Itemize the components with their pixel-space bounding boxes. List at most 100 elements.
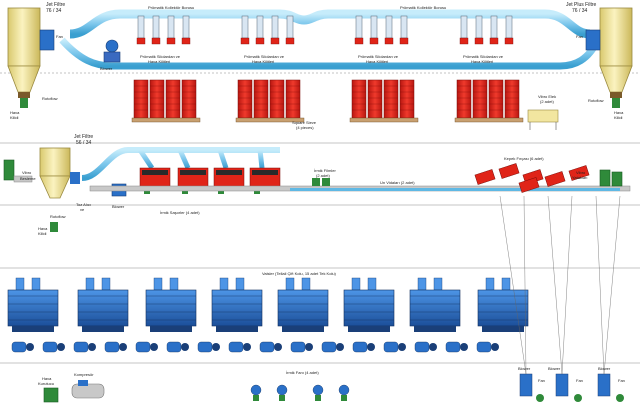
air-lock-icon (384, 37, 394, 45)
roller-mill (343, 277, 395, 332)
duct-left-title: Prömatik Kollektör Borusu (148, 5, 194, 10)
cyclone-separator (355, 15, 363, 39)
vibro-yataklari-2: Yatakları (572, 175, 588, 180)
motor-body (259, 341, 275, 353)
jet-filter-right-label-1: Jet Plus Filtre (566, 2, 597, 8)
motor-body (290, 341, 306, 353)
air-lock-icon (151, 37, 161, 45)
hava-kilidi-left-2: Kilidi (10, 115, 19, 120)
mill-base (282, 326, 324, 332)
motor-pulley (367, 343, 375, 351)
silo-group-label: Prömatik Silolardan ve (463, 54, 504, 59)
roller-mill (409, 277, 461, 332)
sieve-base (131, 117, 201, 123)
vibro-besleme-1: Vibro (22, 170, 32, 175)
silo-group-label: Hava Kilitleri (471, 59, 493, 64)
square-sieve-section (504, 79, 520, 119)
feed-cylinder (485, 277, 495, 291)
motor (414, 341, 437, 353)
valsler-row (7, 277, 529, 332)
air-lock-icon (285, 37, 295, 45)
irmik-fan (250, 384, 262, 401)
pneumatic-lines (499, 195, 621, 375)
motor-body (476, 341, 492, 353)
cyclone-separator (475, 15, 483, 39)
motor-body (228, 341, 244, 353)
motor-body (197, 341, 213, 353)
jet-filter-right (585, 7, 633, 108)
feed-cylinder (31, 277, 41, 291)
air-lock-icon (255, 37, 265, 45)
feed-cylinder (169, 277, 179, 291)
motor-pulley (429, 343, 437, 351)
square-sieve-section (383, 79, 399, 119)
vibro-elek (527, 109, 559, 130)
feed-cylinder (285, 277, 295, 291)
feed-cylinder (235, 277, 245, 291)
vibro-besleme (3, 159, 33, 183)
jet-filter-right-label-2: 76 / 34 (572, 8, 588, 14)
feed-cylinder (501, 277, 511, 291)
cyclone-separator (182, 15, 190, 39)
hava-kilidi-left-1: Hava (10, 110, 20, 115)
square-sieve-section (351, 79, 367, 119)
motor (197, 341, 220, 353)
silo-group-label: Hava Kilitleri (148, 59, 170, 64)
air-lock-icon (474, 37, 484, 45)
mill-base (216, 326, 258, 332)
irmik-fan (338, 384, 350, 401)
feed-cylinder (367, 277, 377, 291)
hava-kurutucu (43, 387, 59, 403)
mill-base (348, 326, 390, 332)
rotoflow-middle-label: Rotoflow (50, 214, 66, 219)
irmik-fanlari (250, 384, 350, 401)
motor (166, 341, 189, 353)
mill-body (277, 289, 329, 327)
motor-pulley (398, 343, 406, 351)
irmik-fanlari-label: İrmik Fanı (4 adet) (286, 370, 319, 375)
silo-group-label: Hava Kilitleri (366, 59, 388, 64)
kepek-brush (544, 171, 566, 187)
sasorler-label: İrmik Saşorler (4 adet) (160, 210, 200, 215)
feed-cylinder (219, 277, 229, 291)
mill-body (77, 289, 129, 327)
mill-base (12, 326, 54, 332)
cyclone-separator (137, 15, 145, 39)
motor (445, 341, 468, 353)
mill-body (477, 289, 529, 327)
irmik-fan (312, 384, 324, 401)
motor-body (414, 341, 430, 353)
motor-pulley (57, 343, 65, 351)
sasor-top (252, 170, 278, 175)
fan-right-b-3: Fan (618, 378, 625, 383)
motor-body (321, 341, 337, 353)
cyclone-separator (370, 15, 378, 39)
toz-alici-label-2: ve (80, 207, 85, 212)
kepek-brush (498, 163, 520, 179)
collector-duct (69, 9, 591, 39)
roller-mill (7, 277, 59, 332)
motor-body (11, 341, 27, 353)
cyclone-separator (241, 15, 249, 39)
mill-body (343, 289, 395, 327)
bottom-section: Hava Kurutucu Kompresör İrmik Fanı (4 ad… (38, 195, 625, 403)
square-sieve-section (269, 79, 285, 119)
square-sieve-section (133, 79, 149, 119)
roller-mill (211, 277, 263, 332)
cyclone-separator (271, 15, 279, 39)
fan-housing (276, 384, 288, 396)
feed-cylinder (351, 277, 361, 291)
cyclone-separator (490, 15, 498, 39)
motor-body (166, 341, 182, 353)
air-lock-icon (459, 37, 469, 45)
square-sieve-section (488, 79, 504, 119)
fan-motor (341, 395, 347, 401)
rotoflow-middle (50, 222, 58, 232)
square-sieve-section (237, 79, 253, 119)
motor-pulley (460, 343, 468, 351)
silo-group-label: Prömatik Silolardan ve (140, 54, 181, 59)
motor (11, 341, 34, 353)
